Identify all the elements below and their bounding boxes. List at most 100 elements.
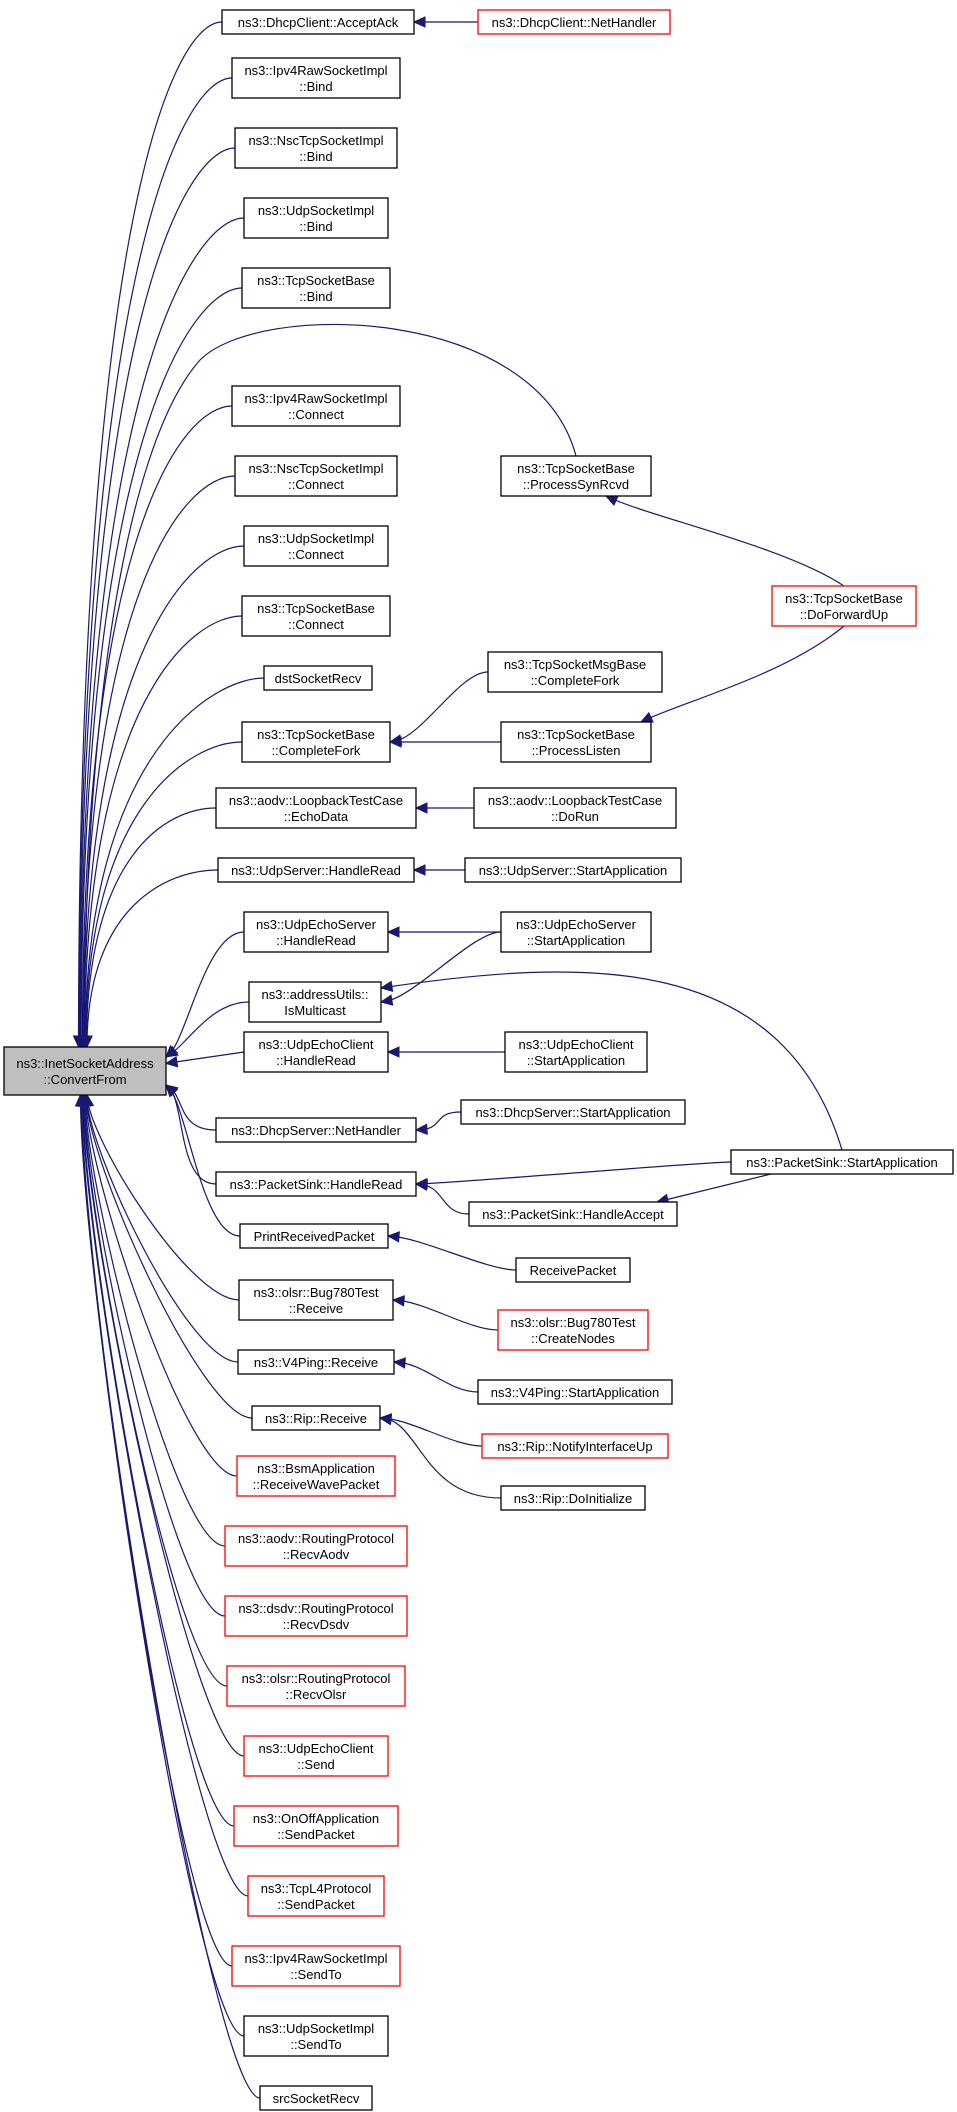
- node-udp-connect[interactable]: ns3::UdpSocketImpl::Connect: [243, 525, 389, 567]
- node-tcp-synrcvd[interactable]: ns3::TcpSocketBase::ProcessSynRcvd: [500, 455, 652, 497]
- node-nsc-bind[interactable]: ns3::NscTcpSocketImpl::Bind: [234, 127, 398, 169]
- node-box: [477, 1379, 673, 1405]
- node-recv-pkt[interactable]: ReceivePacket: [515, 1257, 631, 1283]
- node-onoff-send[interactable]: ns3::OnOffApplication::SendPacket: [233, 1805, 399, 1847]
- node-aodv-echodata[interactable]: ns3::aodv::LoopbackTestCase::EchoData: [215, 787, 417, 829]
- node-rip-notify[interactable]: ns3::Rip::NotifyInterfaceUp: [481, 1433, 669, 1459]
- node-label: ns3::V4Ping::Receive: [254, 1355, 378, 1370]
- node-echosrv-handle[interactable]: ns3::UdpEchoServer::HandleRead: [243, 911, 389, 953]
- edge-rip-init-to-rip-recv: [379, 1417, 502, 1499]
- node-label: ns3::PacketSink::StartApplication: [746, 1155, 938, 1170]
- edge-udpsrv-handle-to-root: [86, 869, 219, 1048]
- node-box: [215, 1171, 417, 1197]
- node-v4ping-start[interactable]: ns3::V4Ping::StartApplication: [477, 1379, 673, 1405]
- node-box: [500, 455, 652, 497]
- node-ipv4raw-sendto[interactable]: ns3::Ipv4RawSocketImpl::SendTo: [231, 1945, 401, 1987]
- node-label: ns3::UdpServer::StartApplication: [479, 863, 668, 878]
- edge-recv-pkt-to-print-pkt: [387, 1235, 517, 1271]
- node-dsdv-recv[interactable]: ns3::dsdv::RoutingProtocol::RecvDsdv: [224, 1595, 408, 1637]
- node-label: ns3::TcpSocketMsgBase: [504, 657, 646, 672]
- node-label: ::StartApplication: [527, 1053, 625, 1068]
- node-box: [243, 2015, 389, 2057]
- node-label: ns3::aodv::LoopbackTestCase: [488, 793, 662, 808]
- node-rip-init[interactable]: ns3::Rip::DoInitialize: [500, 1485, 646, 1511]
- node-label: ns3::UdpSocketImpl: [258, 203, 374, 218]
- node-box: [247, 1875, 385, 1917]
- node-label: ::RecvDsdv: [283, 1617, 350, 1632]
- node-dst-recv[interactable]: dstSocketRecv: [263, 665, 373, 691]
- edge-echocli-handle-to-root: [165, 1051, 245, 1064]
- arrowhead: [164, 1056, 179, 1068]
- edge-onoff-send-to-root: [82, 1094, 235, 1827]
- node-ipv4raw-bind[interactable]: ns3::Ipv4RawSocketImpl::Bind: [231, 57, 401, 99]
- node-udp-bind[interactable]: ns3::UdpSocketImpl::Bind: [243, 197, 389, 239]
- node-tcpl4-send[interactable]: ns3::TcpL4Protocol::SendPacket: [247, 1875, 385, 1917]
- node-box: [231, 57, 401, 99]
- node-sink-start[interactable]: ns3::PacketSink::StartApplication: [730, 1149, 954, 1175]
- node-olsr-recv[interactable]: ns3::olsr::RoutingProtocol::RecvOlsr: [226, 1665, 406, 1707]
- node-aodv-dorun[interactable]: ns3::aodv::LoopbackTestCase::DoRun: [473, 787, 677, 829]
- node-box: [771, 585, 917, 627]
- node-box: [241, 267, 391, 309]
- node-dhcpc-accept[interactable]: ns3::DhcpClient::AcceptAck: [221, 9, 415, 35]
- node-label: ns3::Ipv4RawSocketImpl: [244, 1951, 387, 1966]
- node-echocli-send[interactable]: ns3::UdpEchoClient::Send: [243, 1735, 389, 1777]
- node-box: [504, 1031, 648, 1073]
- node-box: [460, 1099, 686, 1125]
- edge-bug780-nodes-to-bug780-recv: [392, 1299, 499, 1331]
- node-label: ns3::UdpEchoClient: [259, 1741, 374, 1756]
- node-addr-multicast[interactable]: ns3::addressUtils::IsMulticast: [248, 981, 382, 1023]
- node-udpsrv-start[interactable]: ns3::UdpServer::StartApplication: [464, 857, 682, 883]
- node-box: [231, 1945, 401, 1987]
- node-box: [243, 1031, 389, 1073]
- node-print-pkt[interactable]: PrintReceivedPacket: [239, 1223, 389, 1249]
- arrowhead: [391, 1295, 405, 1307]
- node-label: ::RecvOlsr: [286, 1687, 347, 1702]
- node-label: ns3::DhcpClient::AcceptAck: [238, 15, 399, 30]
- node-box: [243, 1735, 389, 1777]
- node-bsm-recv[interactable]: ns3::BsmApplication::ReceiveWavePacket: [236, 1455, 396, 1497]
- node-dhcps-nethandler[interactable]: ns3::DhcpServer::NetHandler: [215, 1117, 417, 1143]
- node-udpsrv-handle[interactable]: ns3::UdpServer::HandleRead: [217, 857, 415, 883]
- node-tcp-bind[interactable]: ns3::TcpSocketBase::Bind: [241, 267, 391, 309]
- node-sink-accept[interactable]: ns3::PacketSink::HandleAccept: [468, 1201, 678, 1227]
- node-box: [241, 721, 391, 763]
- node-tcp-listen[interactable]: ns3::TcpSocketBase::ProcessListen: [500, 721, 652, 763]
- node-box: [231, 385, 401, 427]
- node-dhcpc-nethandler[interactable]: ns3::DhcpClient::NetHandler: [477, 9, 671, 35]
- node-src-recv[interactable]: srcSocketRecv: [259, 2085, 373, 2111]
- edge-olsr-recv-to-root: [83, 1094, 228, 1687]
- node-bug780-recv[interactable]: ns3::olsr::Bug780Test::Receive: [238, 1279, 394, 1321]
- node-v4ping-recv[interactable]: ns3::V4Ping::Receive: [237, 1349, 395, 1375]
- node-echosrv-start[interactable]: ns3::UdpEchoServer::StartApplication: [500, 911, 652, 953]
- node-tcp-fork[interactable]: ns3::TcpSocketBase::CompleteFork: [241, 721, 391, 763]
- node-tcp-forwardup[interactable]: ns3::TcpSocketBase::DoForwardUp: [771, 585, 917, 627]
- node-label: ns3::aodv::LoopbackTestCase: [229, 793, 403, 808]
- arrowhead: [412, 864, 426, 876]
- node-ipv4raw-connect[interactable]: ns3::Ipv4RawSocketImpl::Connect: [231, 385, 401, 427]
- edge-bug780-recv-to-root: [86, 1094, 240, 1301]
- node-label: ns3::DhcpClient::NetHandler: [492, 15, 657, 30]
- edge-echocli-send-to-root: [82, 1094, 245, 1757]
- node-dhcps-start[interactable]: ns3::DhcpServer::StartApplication: [460, 1099, 686, 1125]
- edge-echosrv-handle-to-root: [165, 931, 245, 1058]
- node-sink-handle[interactable]: ns3::PacketSink::HandleRead: [215, 1171, 417, 1197]
- node-bug780-nodes[interactable]: ns3::olsr::Bug780Test::CreateNodes: [497, 1309, 649, 1351]
- node-aodv-recv[interactable]: ns3::aodv::RoutingProtocol::RecvAodv: [224, 1525, 408, 1567]
- arrowhead: [164, 1045, 179, 1058]
- node-echocli-handle[interactable]: ns3::UdpEchoClient::HandleRead: [243, 1031, 389, 1073]
- node-label: ::HandleRead: [276, 1053, 356, 1068]
- node-label: ::Bind: [299, 149, 332, 164]
- node-tcpmsg-fork[interactable]: ns3::TcpSocketMsgBase::CompleteFork: [487, 651, 663, 693]
- edge-tcp-bind-to-root: [80, 287, 243, 1048]
- node-label: ::Receive: [289, 1301, 343, 1316]
- node-box: [477, 9, 671, 35]
- node-rip-recv[interactable]: ns3::Rip::Receive: [251, 1405, 381, 1431]
- node-label: ::SendTo: [290, 1967, 341, 1982]
- node-echocli-start[interactable]: ns3::UdpEchoClient::StartApplication: [504, 1031, 648, 1073]
- node-nsc-connect[interactable]: ns3::NscTcpSocketImpl::Connect: [234, 455, 398, 497]
- node-root[interactable]: ns3::InetSocketAddress::ConvertFrom: [3, 1046, 167, 1096]
- node-tcp-connect[interactable]: ns3::TcpSocketBase::Connect: [241, 595, 391, 637]
- node-label: ::ProcessListen: [532, 743, 621, 758]
- node-udp-sendto[interactable]: ns3::UdpSocketImpl::SendTo: [243, 2015, 389, 2057]
